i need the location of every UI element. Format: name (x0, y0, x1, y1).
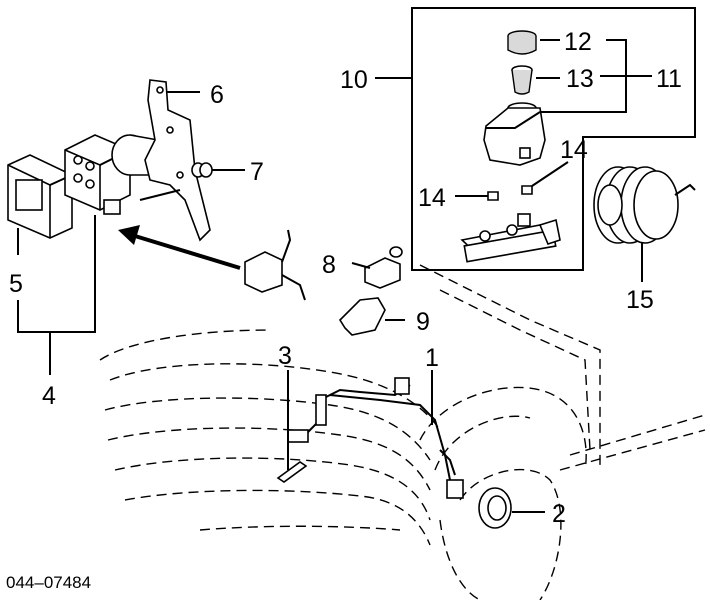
reservoir-cap (507, 30, 560, 55)
sensor-bracket (276, 370, 308, 483)
callout-12: 12 (564, 28, 592, 56)
callout-1: 1 (425, 344, 439, 372)
callout-bracket-4-5 (17, 215, 96, 375)
callout-8: 8 (322, 251, 336, 279)
master-cylinder-group-box (375, 7, 696, 271)
grommet (191, 162, 245, 178)
vehicle-body-outline (99, 264, 706, 600)
callout-15: 15 (626, 286, 654, 314)
mounting-clip (338, 297, 405, 336)
callout-10: 10 (340, 66, 368, 94)
callout-9: 9 (416, 308, 430, 336)
direction-arrow (118, 225, 241, 270)
relay-switch (351, 246, 403, 289)
callout-13: 13 (566, 65, 594, 93)
callout-14-left: 14 (418, 184, 446, 212)
reservoir-strainer (511, 65, 560, 95)
callout-14-right: 14 (560, 136, 588, 164)
reservoir-grommet-right (521, 161, 569, 195)
master-cylinder-body (460, 213, 561, 263)
callout-11: 11 (656, 65, 682, 93)
callout-5: 5 (9, 270, 23, 298)
harness-connector (244, 229, 306, 301)
callout-3: 3 (278, 342, 292, 370)
diagram-code: 044–07484 (6, 573, 91, 592)
callout-2: 2 (552, 500, 566, 528)
callout-4: 4 (42, 382, 56, 410)
abs-sensor-harness (287, 377, 464, 499)
reservoir-grommet-left (455, 191, 499, 201)
brake-fluid-reservoir (483, 102, 546, 166)
actuator-mounting-bracket (139, 79, 211, 242)
callout-6: 6 (210, 81, 224, 109)
wheel-bearing-ring (478, 487, 545, 529)
brake-booster (593, 166, 696, 282)
callout-bracket-11 (535, 39, 652, 113)
abs-actuator-assembly (7, 134, 159, 239)
callout-7: 7 (250, 158, 264, 186)
